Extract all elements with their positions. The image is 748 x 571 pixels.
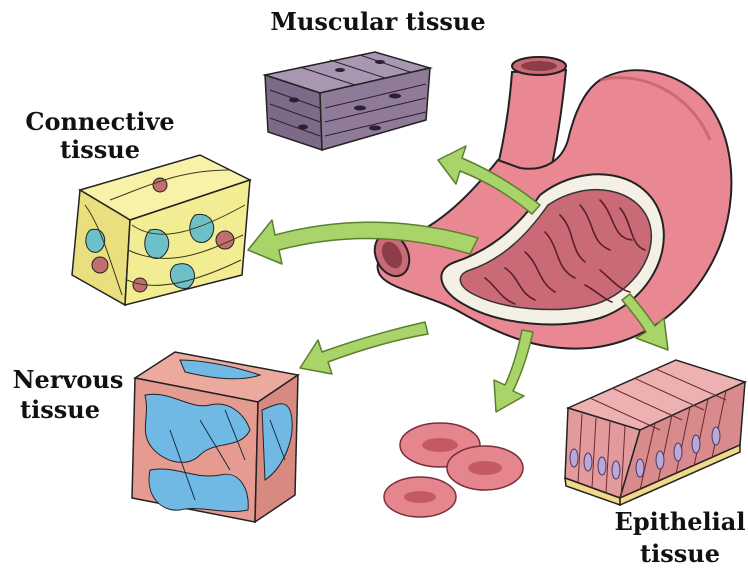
- label-muscular-tissue: Muscular tissue: [270, 7, 485, 36]
- arrow-to-blood: [494, 330, 533, 412]
- label-connective-tissue-line2: tissue: [60, 135, 140, 164]
- arrow-to-nervous: [300, 322, 428, 374]
- label-epithelial-tissue-line2: tissue: [640, 539, 720, 568]
- nervous-tissue-block: [132, 352, 298, 522]
- label-nervous-tissue-line2: tissue: [20, 395, 100, 424]
- label-epithelial-tissue-line1: Epithelial: [615, 507, 746, 536]
- label-nervous-tissue-line1: Nervous: [13, 365, 124, 394]
- label-connective-tissue-line1: Connective: [25, 107, 174, 136]
- muscular-tissue-block: [265, 52, 430, 150]
- epithelial-tissue-block: [565, 360, 745, 505]
- blood-cells: [384, 423, 523, 517]
- connective-tissue-block: [72, 155, 250, 305]
